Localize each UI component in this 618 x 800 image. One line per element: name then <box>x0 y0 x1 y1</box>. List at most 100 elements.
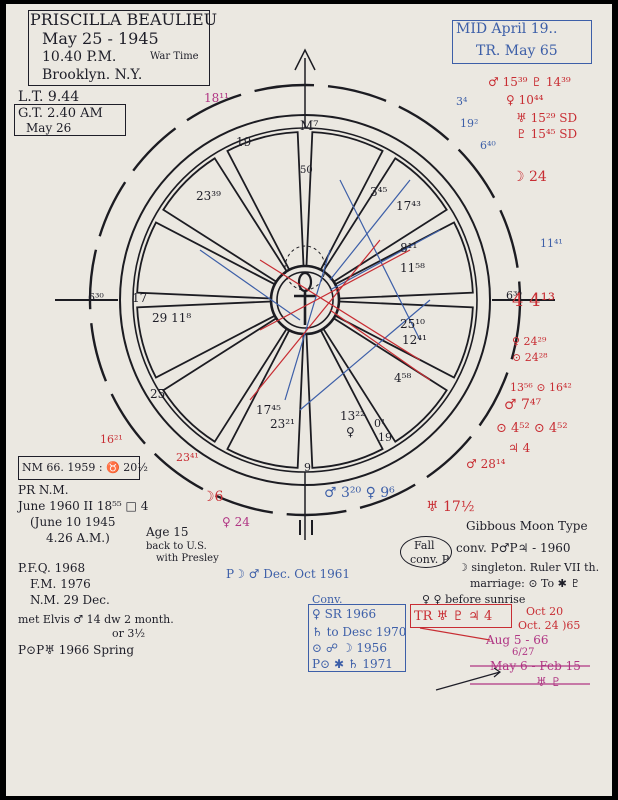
cusp-12: 0¹ <box>374 417 386 430</box>
cusp-3: 19² <box>460 117 479 130</box>
birth-date: May 25 - 1945 <box>42 29 159 48</box>
house-petal <box>162 317 288 443</box>
house-8-label: 25 <box>150 387 166 401</box>
house-11-label: 23³⁹ <box>196 189 221 203</box>
sun-position: ⊙ 24²⁸ <box>512 351 548 364</box>
cusp-10: 19 <box>378 431 392 444</box>
house-9-label: 29 11⁸ <box>152 311 192 325</box>
venus-24: ♀ 24 <box>222 515 250 529</box>
tr-jupiter: TR ♅ ♇ ♃ 4 <box>414 609 493 624</box>
conv-label: Conv. <box>312 593 343 606</box>
tr-aspect-1: ♂ 15³⁹ ♇ 14³⁹ <box>488 75 571 89</box>
house-6-degree: ♀ <box>346 425 355 439</box>
back-to-us: back to U.S. <box>146 541 207 552</box>
gibbous-moon: Gibbous Moon Type <box>466 519 588 533</box>
mars-position: ♂ 7⁴⁷ <box>504 397 542 413</box>
pop-1966: P⊙P♅ 1966 Spring <box>18 643 135 657</box>
oct-24: Oct. 24 )65 <box>518 619 581 632</box>
house-7-degree: 23²¹ <box>270 417 295 431</box>
venus-sunrise: ♀ ♀ before sunrise <box>422 593 526 606</box>
moon-singleton: ☽ singleton. Ruler VII th. <box>458 561 600 574</box>
jupiter-4: ♃ 4 <box>508 441 531 455</box>
house-petal <box>334 221 474 300</box>
gt-box <box>14 104 126 136</box>
tr-aspect-3: ♅ 15²⁹ SD <box>516 111 578 125</box>
name: PRISCILLA BEAULIEU <box>30 10 218 29</box>
sun-moon-1956: ⊙ ☍ ☽ 1956 <box>312 641 387 655</box>
venus-position: ♀ 24²⁹ <box>512 335 547 348</box>
jupiter-position: 4 4¹³ <box>512 290 556 311</box>
house-4-label: 25¹⁰ <box>400 317 425 331</box>
house-1-degree: 50 <box>300 165 313 176</box>
house-7-label: 17⁴⁵ <box>256 403 281 417</box>
house-1-label: M⁷ <box>300 119 319 134</box>
cusp-8: 16²¹ <box>100 433 123 446</box>
met-elvis: met Elvis ♂ 14 dw 2 month. <box>18 613 174 626</box>
house-3-degree: 11⁵⁸ <box>400 261 425 275</box>
sun-square: ⊙ 4⁵² ⊙ 4⁵² <box>496 421 568 436</box>
house-petal <box>305 131 384 271</box>
sun-sextile-1971: P⊙ ✱ ♄ 1971 <box>312 657 393 671</box>
house-2-degree: 17⁴³ <box>396 199 421 213</box>
house-petal <box>162 157 288 283</box>
house-petal <box>136 221 276 300</box>
conv-box <box>308 604 406 672</box>
house-petal <box>136 300 276 379</box>
tr-aspect-4: ♇ 15⁴⁵ SD <box>516 127 578 141</box>
fall-oval <box>400 536 452 568</box>
cusp-6: 6³⁰ <box>88 291 104 304</box>
paren-time: 4.26 A.M.) <box>46 531 110 545</box>
house-petal <box>322 157 448 283</box>
transit-date: TR. May 65 <box>476 43 558 59</box>
house-6-label: 13²² <box>340 409 365 423</box>
cusp-9: 23⁴¹ <box>176 451 199 464</box>
house-petal <box>305 329 384 469</box>
mars-venus: ♂ 3²⁰ ♀ 9⁶ <box>324 485 395 501</box>
progressed-nm-date: June 1960 II 18⁵⁵ □ 4 <box>18 499 149 513</box>
with-presley: with Presley <box>156 553 219 564</box>
cusp-7: 6³⁰ <box>506 289 522 302</box>
house-12-label: 19 <box>236 135 252 149</box>
house-2-label: 3⁴⁵ <box>370 185 388 199</box>
nm-1959: NM 66. 1959 : ♉ 20½ <box>22 461 148 474</box>
house-10-label: 17 <box>132 291 148 305</box>
oct-20: Oct 20 <box>526 605 564 618</box>
age-15: Age 15 <box>146 525 189 539</box>
birth-place: Brooklyn. N.Y. <box>42 67 143 83</box>
cusp-5: 11⁴¹ <box>540 237 563 250</box>
tr-aspect-2: ♀ 10⁴⁴ <box>506 93 544 107</box>
house-3-label: 8¹¹ <box>400 241 418 255</box>
greenwich-date: May 26 <box>26 121 72 135</box>
sun-position-2: 13⁵⁶ ⊙ 16⁴² <box>510 381 572 394</box>
house-5-label: 4⁵⁸ <box>394 371 412 385</box>
pfq-1968: P.F.Q. 1968 <box>18 561 86 575</box>
uranus-pluto: ♅ ♇ <box>536 675 562 689</box>
house-petal <box>226 131 305 271</box>
conv-1960: conv. P♂P♃ - 1960 <box>456 541 571 555</box>
nm-box <box>18 456 140 480</box>
cusp-2: 3⁴ <box>456 95 468 108</box>
greenwich-time: G.T. 2.40 AM <box>18 106 103 121</box>
cusp-4: 6⁴⁰ <box>480 139 496 152</box>
mid-date: MID April 19.. <box>456 21 558 37</box>
progressed-nm: PR N.M. <box>18 483 69 497</box>
house-4-degree: 12⁴¹ <box>402 333 427 347</box>
local-time: L.T. 9.44 <box>18 89 80 105</box>
birth-time: 10.40 P.M. <box>42 49 117 65</box>
cusp-1: 18¹¹ <box>204 91 229 105</box>
venus-sr: ♀ SR 1966 <box>312 607 377 621</box>
paren-date: (June 10 1945 <box>30 515 116 529</box>
house-petal <box>322 317 448 443</box>
transit-box <box>452 20 592 64</box>
cusp-11: 9 <box>304 461 311 474</box>
moon-6: ☽6 <box>202 489 224 505</box>
house-petal <box>226 329 305 469</box>
uranus-17: ♅ 17½ <box>426 499 475 515</box>
war-time: War Time <box>150 51 199 62</box>
aug-66: Aug 5 - 66 <box>486 633 549 647</box>
tr-box <box>410 604 512 628</box>
aug-sub: 6/27 <box>512 647 535 658</box>
house-petal <box>334 300 474 379</box>
